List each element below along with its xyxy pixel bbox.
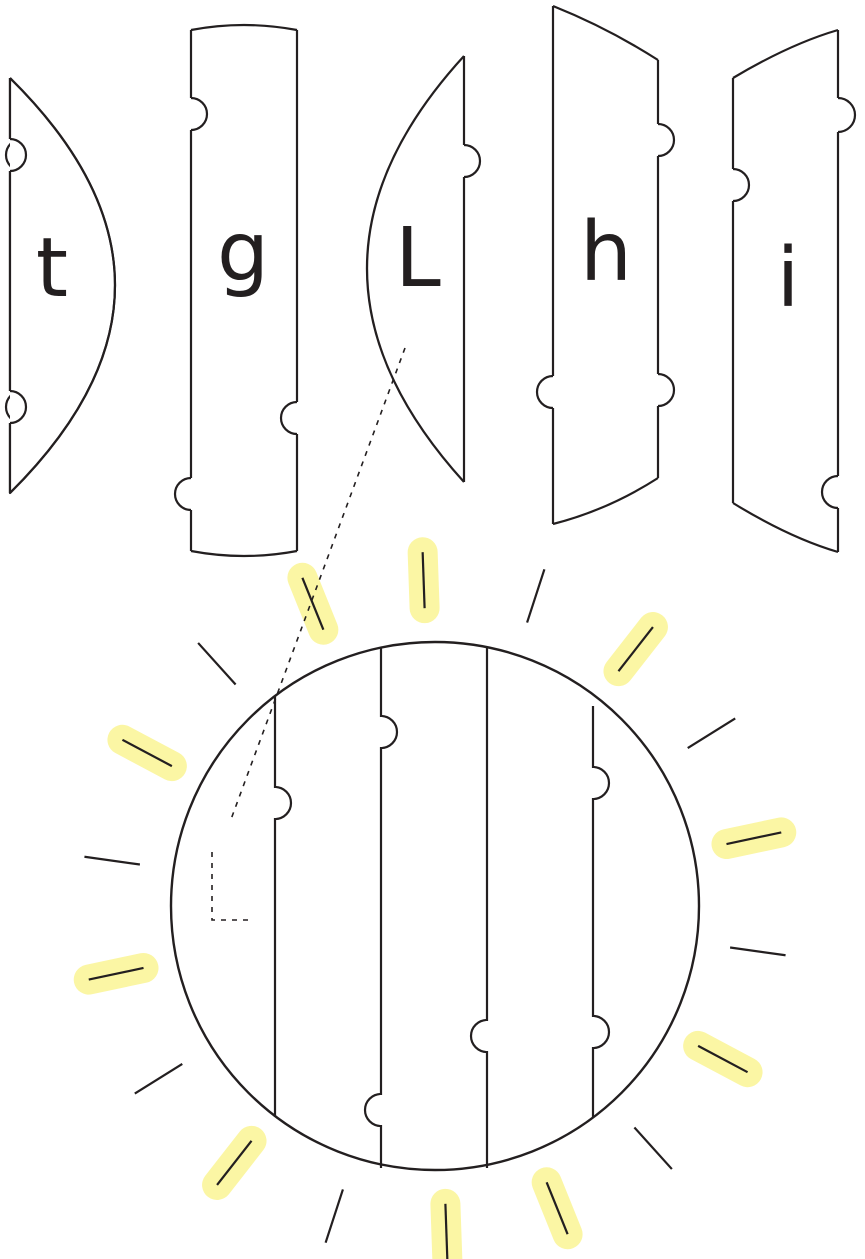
puzzle-piece-t[interactable]: t (6, 78, 115, 493)
puzzle-piece-i[interactable]: i (733, 30, 855, 552)
sun-ray (634, 1127, 671, 1169)
sun-ray (527, 569, 544, 622)
puzzle-piece-L[interactable]: L (367, 56, 480, 482)
sun-ray (135, 1064, 182, 1094)
sun-ray (730, 947, 785, 955)
sun-ray (326, 1189, 343, 1242)
piece-letter: i (777, 231, 800, 326)
piece-letter: h (580, 205, 632, 300)
piece-letter: g (217, 205, 269, 300)
sun-ray (84, 857, 139, 865)
puzzle-piece-h[interactable]: h (537, 6, 674, 524)
piece-letter: L (395, 211, 441, 306)
sun-ray (198, 643, 235, 685)
sun-circle (171, 642, 699, 1170)
piece-letter: t (36, 221, 68, 316)
sun-puzzle-board[interactable] (171, 642, 699, 1170)
puzzle-piece-g[interactable]: g (175, 25, 297, 556)
sun-ray (688, 718, 735, 748)
